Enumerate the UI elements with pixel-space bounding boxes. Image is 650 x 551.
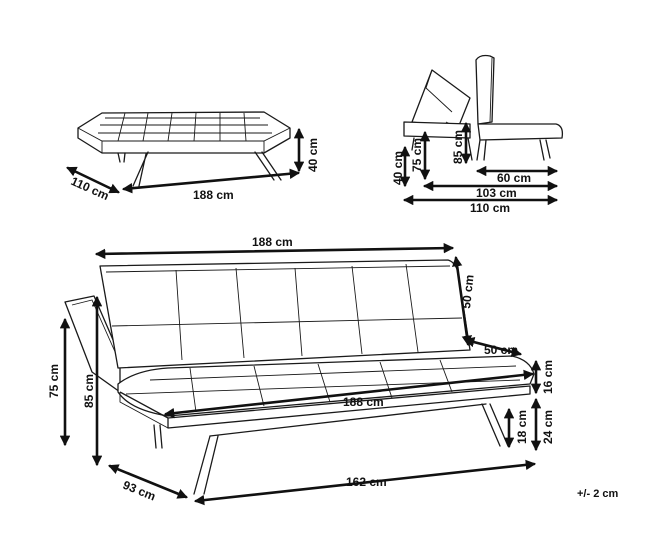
- sofa-view: 188 cm 50 cm 50 cm 188 cm 162 cm 93 cm 7…: [47, 235, 555, 506]
- back-height-dimension-line: [451, 255, 473, 347]
- bed-width-dimension-line: [121, 168, 301, 194]
- bed-depth-dimension-line: [66, 166, 120, 194]
- side-depth-label: 103 cm: [476, 186, 517, 200]
- bed-illustration: [77, 111, 291, 187]
- back-height-label: 50 cm: [459, 274, 476, 309]
- leg-span-label: 162 cm: [346, 475, 387, 489]
- bed-depth-side-label: 110 cm: [470, 201, 510, 215]
- cushion-label: 16 cm: [541, 360, 555, 394]
- bed-view: 188 cm 110 cm 40 cm: [66, 111, 320, 203]
- height-85-label: 85 cm: [82, 374, 96, 408]
- leg-span-dimension-line: [193, 459, 537, 506]
- side-view: 60 cm 103 cm 110 cm 40 cm 75 cm 85 cm: [391, 54, 564, 215]
- bed-height-label: 40 cm: [306, 138, 320, 172]
- seat-width-label: 188 cm: [343, 395, 384, 409]
- total-height-side-label: 85 cm: [451, 130, 465, 164]
- back-depth-label: 50 cm: [484, 343, 518, 357]
- side-illustration: [403, 54, 564, 161]
- seat-width-dimension-line: [163, 369, 535, 419]
- tolerance-note: +/- 2 cm: [577, 488, 618, 500]
- leg-height-label: 18 cm: [515, 410, 529, 444]
- back-depth-dimension-line: [463, 337, 523, 357]
- seat-height-label: 24 cm: [541, 410, 555, 444]
- height-75-label: 75 cm: [47, 364, 61, 398]
- bed-width-label: 188 cm: [193, 188, 234, 202]
- seat-height-side-label: 40 cm: [391, 151, 405, 185]
- back-width-label: 188 cm: [252, 235, 293, 249]
- depth-label: 93 cm: [121, 478, 158, 504]
- back-height-side-label: 75 cm: [410, 138, 424, 172]
- seat-depth-label: 60 cm: [497, 171, 531, 185]
- back-width-dimension-line: [94, 242, 455, 260]
- depth-dimension-line: [108, 464, 188, 499]
